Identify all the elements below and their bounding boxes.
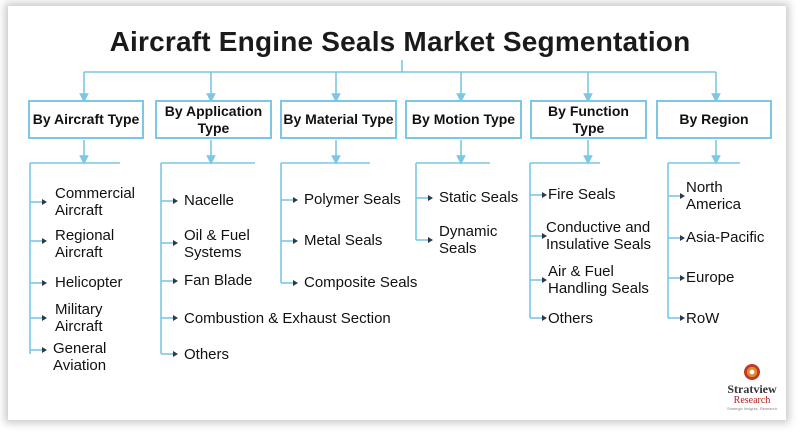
logo-sub: Research: [733, 395, 771, 406]
material-type-item: Metal Seals: [304, 232, 383, 249]
application-type-item: Nacelle: [184, 192, 235, 209]
application-type-item: Others: [184, 346, 230, 363]
bullet-arrow-icon: [293, 197, 298, 203]
logo-name: Stratview: [727, 382, 777, 396]
aircraft-type-item: Helicopter: [55, 274, 123, 291]
bullet-arrow-icon: [542, 277, 547, 283]
function-type-item: Conductive and Insulative Seals: [546, 219, 652, 253]
bullet-arrow-icon: [542, 233, 547, 239]
bullet-arrow-icon: [173, 240, 178, 246]
application-type-item: Fan Blade: [184, 272, 253, 289]
bullet-arrow-icon: [428, 237, 433, 243]
bullet-arrow-icon: [293, 280, 298, 286]
bullet-arrow-icon: [42, 315, 47, 321]
segment-motion-type: By Motion Type: [405, 100, 522, 139]
diagram-card: [8, 6, 786, 420]
region-item: Europe: [686, 269, 735, 286]
region-item: North America: [686, 179, 742, 213]
bullet-arrow-icon: [173, 278, 178, 284]
bullet-arrow-icon: [680, 315, 685, 321]
function-type-item: Others: [548, 310, 594, 327]
function-type-item: Fire Seals: [548, 186, 616, 203]
bullet-arrow-icon: [680, 193, 685, 199]
aircraft-type-item: General Aviation: [53, 340, 107, 374]
bullet-arrow-icon: [42, 238, 47, 244]
application-type-item: Oil & Fuel Systems: [184, 227, 250, 261]
material-type-item: Polymer Seals: [304, 191, 401, 208]
segment-material-type: By Material Type: [280, 100, 397, 139]
bullet-arrow-icon: [42, 347, 47, 353]
aircraft-type-item: Commercial Aircraft: [55, 185, 136, 219]
bullet-arrow-icon: [428, 195, 433, 201]
logo-emblem-icon: [744, 364, 760, 380]
bullet-arrow-icon: [173, 198, 178, 204]
bullet-arrow-icon: [42, 199, 47, 205]
bullet-arrow-icon: [173, 315, 178, 321]
segment-region: By Region: [656, 100, 772, 139]
region-item: Asia-Pacific: [686, 229, 765, 246]
segment-function-type: By Function Type: [530, 100, 647, 139]
region-item: RoW: [686, 310, 720, 327]
segment-aircraft-type: By Aircraft Type: [28, 100, 144, 139]
material-type-item: Composite Seals: [304, 274, 418, 291]
segment-application-type: By Application Type: [155, 100, 272, 139]
bullet-arrow-icon: [42, 280, 47, 286]
stratview-logo: Stratview Research Strategic Insights. R…: [712, 364, 792, 411]
application-type-item: Combustion & Exhaust Section: [184, 310, 391, 327]
diagram-title: Aircraft Engine Seals Market Segmentatio…: [109, 26, 691, 57]
aircraft-type-item: Military Aircraft: [55, 301, 103, 335]
bullet-arrow-icon: [293, 238, 298, 244]
motion-type-item: Static Seals: [439, 189, 519, 206]
motion-type-item: Dynamic Seals: [439, 223, 498, 257]
logo-tagline: Strategic Insights. Research: [726, 406, 778, 411]
bullet-arrow-icon: [173, 351, 178, 357]
function-type-item: Air & Fuel Handling Seals: [548, 263, 649, 297]
bullet-arrow-icon: [680, 235, 685, 241]
bullet-arrow-icon: [542, 315, 547, 321]
bullet-arrow-icon: [680, 275, 685, 281]
bullet-arrow-icon: [542, 192, 547, 198]
aircraft-type-item: Regional Aircraft: [55, 227, 115, 261]
